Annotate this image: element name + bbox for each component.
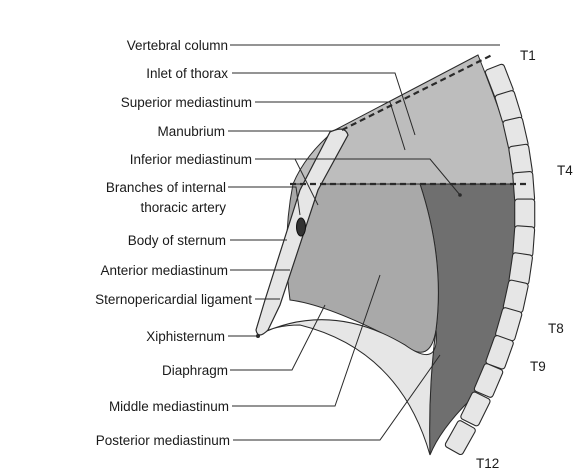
vertebra — [513, 171, 535, 202]
label-superior-mediastinum: Superior mediastinum — [121, 95, 252, 110]
label-thoracic-artery: thoracic artery — [140, 200, 226, 215]
label-inlet-of-thorax: Inlet of thorax — [146, 66, 228, 81]
label-anterior-mediastinum: Anterior mediastinum — [100, 263, 228, 278]
label-sternopericardial-ligament: Sternopericardial ligament — [95, 292, 252, 307]
label-manubrium: Manubrium — [157, 124, 225, 139]
label-vertebral-column: Vertebral column — [127, 38, 228, 53]
label-body-of-sternum: Body of sternum — [128, 233, 226, 248]
label-xiphisternum: Xiphisternum — [146, 329, 225, 344]
label-t9: T9 — [530, 359, 546, 374]
label-diaphragm: Diaphragm — [162, 363, 228, 378]
vertebra — [515, 199, 535, 229]
label-inferior-mediastinum: Inferior mediastinum — [130, 152, 252, 167]
label-branches-of-internal: Branches of internal — [106, 180, 226, 195]
label-middle-mediastinum: Middle mediastinum — [109, 399, 229, 414]
label-t8: T8 — [548, 321, 564, 336]
label-posterior-mediastinum: Posterior mediastinum — [96, 433, 230, 448]
label-t4: T4 — [557, 163, 573, 178]
vertebra — [513, 226, 535, 257]
label-t1: T1 — [520, 48, 536, 63]
label-t12: T12 — [476, 456, 499, 471]
vertebra — [444, 420, 476, 456]
internal-thoracic-artery-branch — [297, 218, 306, 236]
